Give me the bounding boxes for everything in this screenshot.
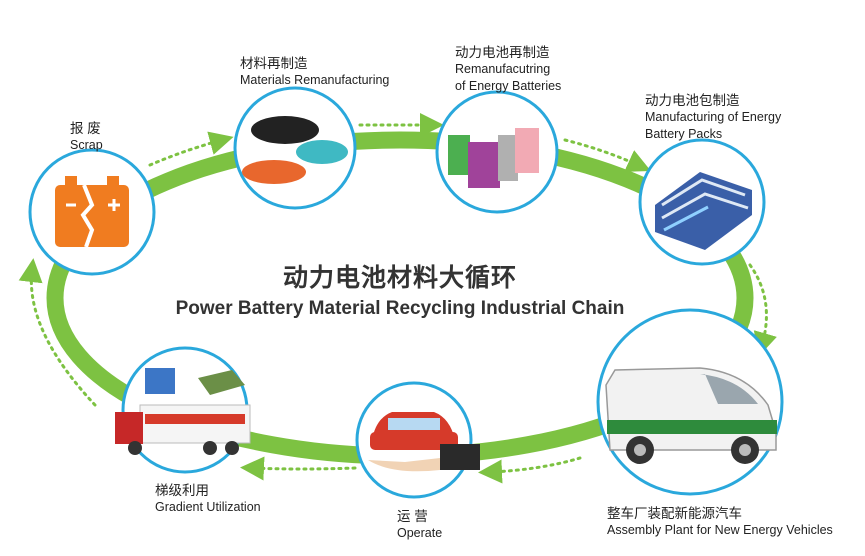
label-vehicle: 整车厂装配新能源汽车 Assembly Plant for New Energy… xyxy=(607,505,833,539)
arrow-gradient-to-scrap xyxy=(18,258,97,407)
label-vehicle-zh: 整车厂装配新能源汽车 xyxy=(607,506,742,521)
label-scrap: 报 废 Scrap xyxy=(70,120,103,154)
label-materials: 材料再制造 Materials Remanufacturing xyxy=(240,55,389,89)
label-operate-en: Operate xyxy=(397,526,443,540)
label-battery-packs-en2: Battery Packs xyxy=(645,127,723,141)
arrow-scrap-to-materials xyxy=(148,131,234,167)
label-battery-remanufacturing-en2: of Energy Batteries xyxy=(455,79,562,93)
label-scrap-en: Scrap xyxy=(70,138,103,152)
flow-arrows xyxy=(18,113,777,484)
node-materials xyxy=(233,86,357,210)
material-powder-icon xyxy=(242,116,348,184)
label-battery-remanufacturing-zh: 动力电池再制造 xyxy=(455,45,550,60)
label-battery-remanufacturing: 动力电池再制造 Remanufacutring of Energy Batter… xyxy=(455,44,561,95)
node-battery-remanufacturing xyxy=(435,90,559,214)
arrow-battery-to-packs xyxy=(563,138,651,172)
node-operate xyxy=(355,381,480,499)
arrow-operate-to-gradient xyxy=(240,456,357,481)
node-vehicle xyxy=(596,308,784,496)
label-gradient-utilization: 梯级利用 Gradient Utilization xyxy=(155,482,261,516)
storage-truck-icon xyxy=(115,368,251,455)
van-icon xyxy=(605,367,777,464)
label-battery-packs: 动力电池包制造 Manufacturing of Energy Battery … xyxy=(645,92,781,143)
car-in-hand-icon xyxy=(368,412,480,472)
node-scrap xyxy=(28,148,156,276)
diagram-title-zh: 动力电池材料大循环 xyxy=(282,264,517,292)
label-gradient-utilization-en: Gradient Utilization xyxy=(155,500,261,514)
arrow-packs-to-vehicle xyxy=(748,263,777,357)
arrow-vehicle-to-operate xyxy=(478,456,582,484)
label-scrap-zh: 报 废 xyxy=(70,121,101,136)
node-battery-packs xyxy=(638,138,766,266)
broken-battery-icon xyxy=(55,176,129,248)
label-battery-packs-zh: 动力电池包制造 xyxy=(645,93,740,108)
label-operate: 运 营 Operate xyxy=(397,508,442,542)
diagram-title-en: Power Battery Material Recycling Industr… xyxy=(175,298,625,319)
label-battery-remanufacturing-en1: Remanufacutring xyxy=(455,62,551,76)
label-battery-packs-en1: Manufacturing of Energy xyxy=(645,110,782,124)
label-vehicle-en: Assembly Plant for New Energy Vehicles xyxy=(607,523,833,537)
battery-pack-icon xyxy=(655,172,752,250)
battery-cells-icon xyxy=(448,128,539,188)
node-gradient-utilization xyxy=(115,346,251,474)
label-materials-zh: 材料再制造 xyxy=(240,56,308,71)
label-materials-en: Materials Remanufacturing xyxy=(240,73,390,87)
label-operate-zh: 运 营 xyxy=(397,509,428,524)
label-gradient-utilization-zh: 梯级利用 xyxy=(155,483,209,498)
